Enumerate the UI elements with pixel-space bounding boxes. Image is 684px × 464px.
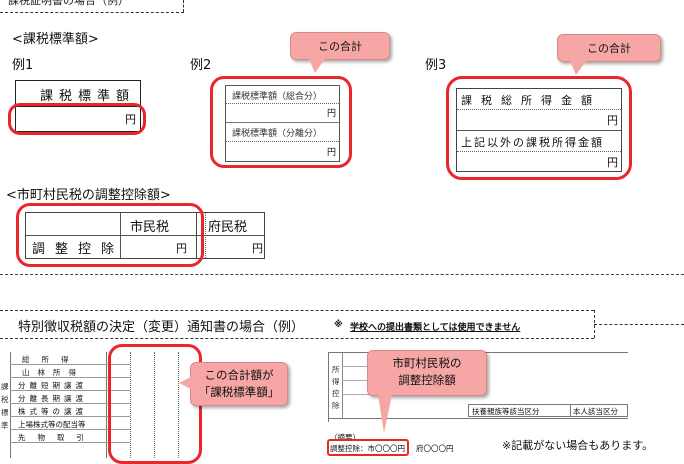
right-callout-line2: 調整控除額 <box>398 373 456 387</box>
left-row-5: 上場株式等の配当等 <box>18 420 86 429</box>
right-adjust-prefecture: 府〇〇〇円 <box>416 444 454 453</box>
bottom-heading-top-border <box>0 310 594 311</box>
example-3-callout: この合計 <box>557 34 661 75</box>
bottom-heading-bottom-border <box>0 338 594 339</box>
example-2-highlight <box>210 76 352 168</box>
footnote: ※記載がない場合もあります。 <box>502 439 654 452</box>
example-3-unit2: 円 <box>607 156 618 169</box>
example-2-unit2: 円 <box>326 148 336 158</box>
left-form-highlight <box>108 344 202 464</box>
left-form: 課税標準 総所得 山林所得 分離短期譲渡 分離長期譲渡 株式等の譲渡 上場株式等… <box>0 352 210 458</box>
adjustment-table: 市民税 府民税 調整控除 円 円 <box>25 212 265 259</box>
example-2-table: 課税標準額（総合分） 円 課税標準額（分離分） 円 <box>225 85 340 162</box>
example-2-callout-text: この合計 <box>318 40 362 53</box>
section-separator <box>0 274 684 275</box>
bottom-heading: 特別徴収税額の決定（変更）通知書の場合（例） <box>18 320 305 335</box>
adjustment-unit-city: 円 <box>176 242 187 255</box>
bottom-note-mark: ※ <box>334 320 343 330</box>
right-adjust-highlight <box>327 439 409 456</box>
example-1-unit: 円 <box>125 113 136 126</box>
left-callout-line2: 「課税標準額」 <box>198 385 280 399</box>
left-form-callout: この合計額が 「課税標準額」 <box>179 362 288 406</box>
example-3-table: 課税総所得金額 円 上記以外の課税所得金額 円 <box>456 88 622 172</box>
top-dashed-border-right <box>183 0 184 12</box>
adjustment-col-city: 市民税 <box>130 220 170 235</box>
example-1-label: 例1 <box>12 58 34 73</box>
section-heading-partial: 課税証明書の場合（例） <box>8 0 129 7</box>
left-row-6: 先物取引 <box>18 433 96 442</box>
right-form-callout: 市町村民税の 調整控除額 <box>367 350 487 433</box>
top-dashed-border-bottom <box>0 12 184 13</box>
example-2-callout: この合計 <box>290 32 390 73</box>
right-summary-label: （摘要） <box>330 433 360 442</box>
left-row-2: 分離短期譲渡 <box>18 381 87 390</box>
adjustment-heading: <市町村民税の調整控除額> <box>6 188 171 203</box>
left-side-label: 課税標準 <box>1 382 9 430</box>
right-category-cells: 扶養親族等該当区分 本人該当区分 <box>468 404 628 417</box>
example-2-row1: 課税標準額（総合分） <box>232 92 323 102</box>
tax-base-heading: <課税標準額> <box>12 32 99 47</box>
example-3-row1: 課税総所得金額 <box>461 94 601 107</box>
bottom-note: 学校への提出書類としては使用できません <box>350 323 521 333</box>
adjustment-row-label: 調整控除 <box>32 242 125 257</box>
example-3-unit1: 円 <box>607 114 618 127</box>
example-2-label: 例2 <box>190 58 212 73</box>
left-row-1: 山林所得 <box>22 368 84 377</box>
example-3-highlight <box>446 76 632 180</box>
example-3-label: 例3 <box>425 58 447 73</box>
example-2-row2: 課税標準額（分離分） <box>232 129 323 139</box>
example-1-highlight <box>8 103 146 135</box>
example-1-header: 課税標準額 <box>40 89 136 104</box>
example-3-callout-text: この合計 <box>587 42 631 55</box>
example-3-row2: 上記以外の課税所得金額 <box>461 136 604 149</box>
left-row-4: 株式等の譲渡 <box>18 407 87 416</box>
left-row-3: 分離長期譲渡 <box>18 394 87 403</box>
right-cell-self: 本人該当区分 <box>573 407 618 416</box>
bottom-heading-right-extension <box>594 324 684 325</box>
right-cell-dependent: 扶養親族等該当区分 <box>472 407 540 416</box>
left-row-0: 総所得 <box>22 355 81 364</box>
example-2-unit1: 円 <box>326 109 336 119</box>
right-adjust-city: 調整控除：市〇〇〇円 <box>330 444 405 453</box>
adjustment-col-prefecture: 府民税 <box>208 220 248 235</box>
adjustment-unit-prefecture: 円 <box>252 242 263 255</box>
adjustment-highlight <box>16 203 204 267</box>
right-side-label: 所得控除 <box>332 365 340 410</box>
right-callout-line1: 市町村民税の <box>392 356 462 370</box>
left-callout-line1: この合計額が <box>204 368 274 382</box>
